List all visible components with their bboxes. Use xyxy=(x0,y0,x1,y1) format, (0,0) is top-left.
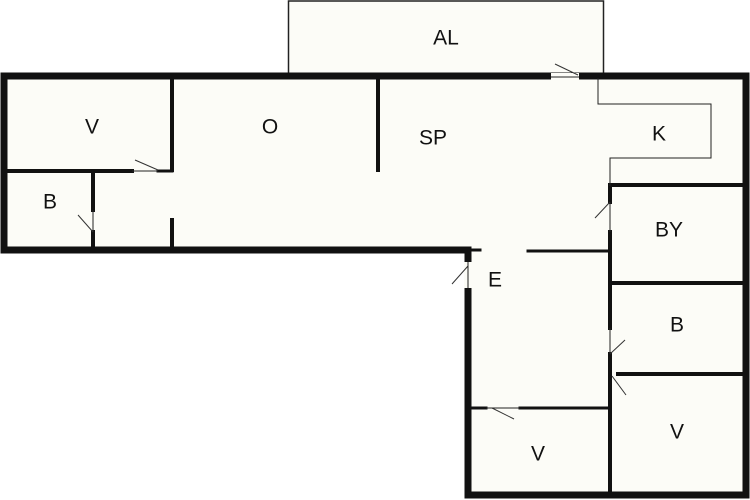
room-label-v-top-left: V xyxy=(85,116,99,139)
room-label-o: O xyxy=(262,116,278,139)
room-labels: AL V O SP K B BY E B V V xyxy=(43,27,684,466)
room-label-v-bottom-mid: V xyxy=(531,443,545,466)
interior-walls xyxy=(4,76,747,496)
room-label-e: E xyxy=(488,269,502,292)
exterior-walls xyxy=(0,72,750,499)
room-label-v-bottom-right: V xyxy=(670,421,684,444)
kitchen-counter xyxy=(597,78,712,186)
room-label-by: BY xyxy=(655,219,683,242)
room-label-b-right: B xyxy=(670,314,684,337)
room-label-k: K xyxy=(652,123,666,146)
room-label-b-left: B xyxy=(43,191,57,214)
room-label-sp: SP xyxy=(419,127,447,150)
doors xyxy=(77,63,627,420)
room-label-al: AL xyxy=(433,27,459,50)
